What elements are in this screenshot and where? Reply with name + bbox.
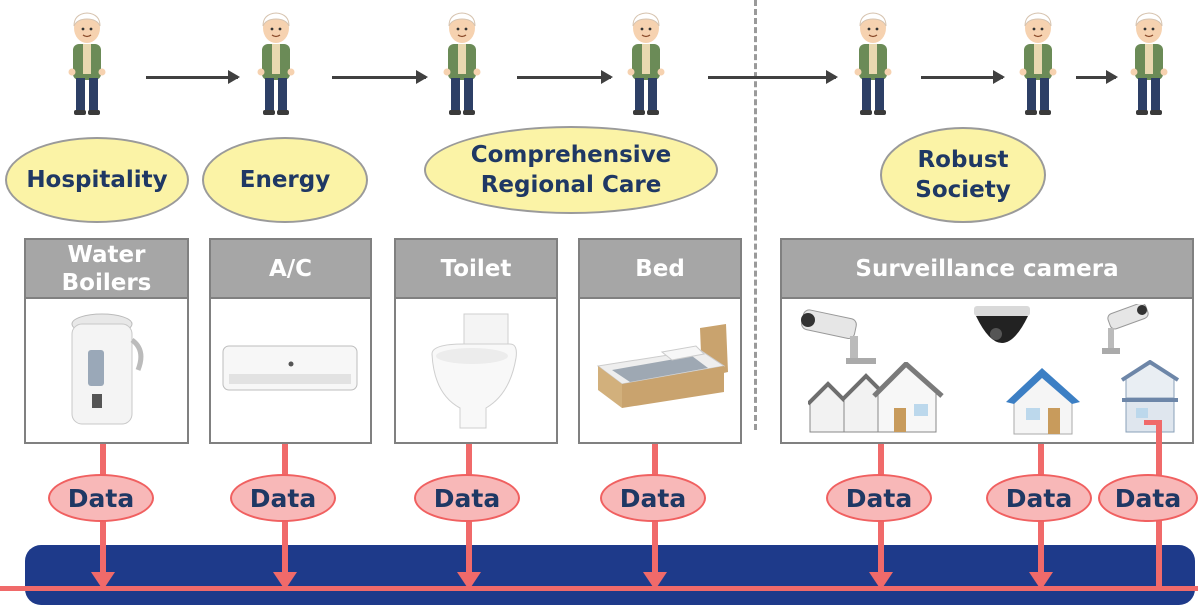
- dome-camera-icon: [974, 306, 1030, 343]
- data-arrow-6: [1029, 572, 1053, 590]
- data-pill-2: Data: [230, 474, 336, 522]
- device-bed: Bed: [578, 238, 742, 444]
- data-arrow-4: [643, 572, 667, 590]
- service-robust-society: Robust Society: [880, 127, 1046, 223]
- device-header-water-boilers: Water Boilers: [26, 240, 187, 299]
- progression-arrow-5: [921, 70, 1005, 84]
- device-toilet: Toilet: [394, 238, 558, 444]
- progression-arrow-4: [708, 70, 838, 84]
- bed-image: [596, 324, 728, 408]
- data-pill-1: Data: [48, 474, 154, 522]
- progression-arrow-6: [1076, 70, 1118, 84]
- house-blue-roof-icon: [1006, 368, 1080, 435]
- elderly-person-2: [256, 12, 296, 116]
- data-arrow-2: [273, 572, 297, 590]
- data-arrow-5: [869, 572, 893, 590]
- service-comprehensive-regional-care: Comprehensive Regional Care: [424, 126, 718, 214]
- water-boiler-image: [71, 313, 144, 425]
- platform-bottom-line: [0, 586, 1198, 591]
- elderly-person-5: [853, 12, 893, 116]
- elderly-person-3: [442, 12, 482, 116]
- progression-arrow-1: [146, 70, 240, 84]
- device-header-ac: A/C: [211, 240, 370, 299]
- data-arrow-3: [457, 572, 481, 590]
- bullet-camera-2-icon: [1102, 304, 1149, 354]
- data-pill-7: Data: [1098, 474, 1198, 522]
- device-surveillance-camera: Surveillance camera: [780, 238, 1194, 444]
- device-header-bed: Bed: [580, 240, 740, 299]
- data-pill-5: Data: [826, 474, 932, 522]
- elderly-person-6: [1018, 12, 1058, 116]
- air-conditioner-image: [222, 345, 358, 391]
- houses-icon: [808, 362, 944, 433]
- progression-arrow-2: [332, 70, 428, 84]
- data-pill-4: Data: [600, 474, 706, 522]
- section-divider: [754, 0, 757, 430]
- data-pill-6: Data: [986, 474, 1092, 522]
- elderly-person-4: [626, 12, 666, 116]
- data-pill-3: Data: [414, 474, 520, 522]
- device-water-boilers: Water Boilers: [24, 238, 189, 444]
- service-energy: Energy: [202, 137, 368, 223]
- data-line-7-cap: [1144, 420, 1162, 425]
- elderly-person-7: [1129, 12, 1169, 116]
- data-platform: [25, 545, 1195, 605]
- device-header-toilet: Toilet: [396, 240, 556, 299]
- data-arrow-1: [91, 572, 115, 590]
- service-hospitality: Hospitality: [5, 137, 189, 223]
- device-header-surveillance-camera: Surveillance camera: [782, 240, 1192, 299]
- toilet-image: [431, 313, 517, 429]
- bullet-camera-icon: [801, 309, 876, 364]
- progression-arrow-3: [517, 70, 613, 84]
- device-ac: A/C: [209, 238, 372, 444]
- elderly-person-1: [67, 12, 107, 116]
- house-small-icon: [1120, 360, 1180, 433]
